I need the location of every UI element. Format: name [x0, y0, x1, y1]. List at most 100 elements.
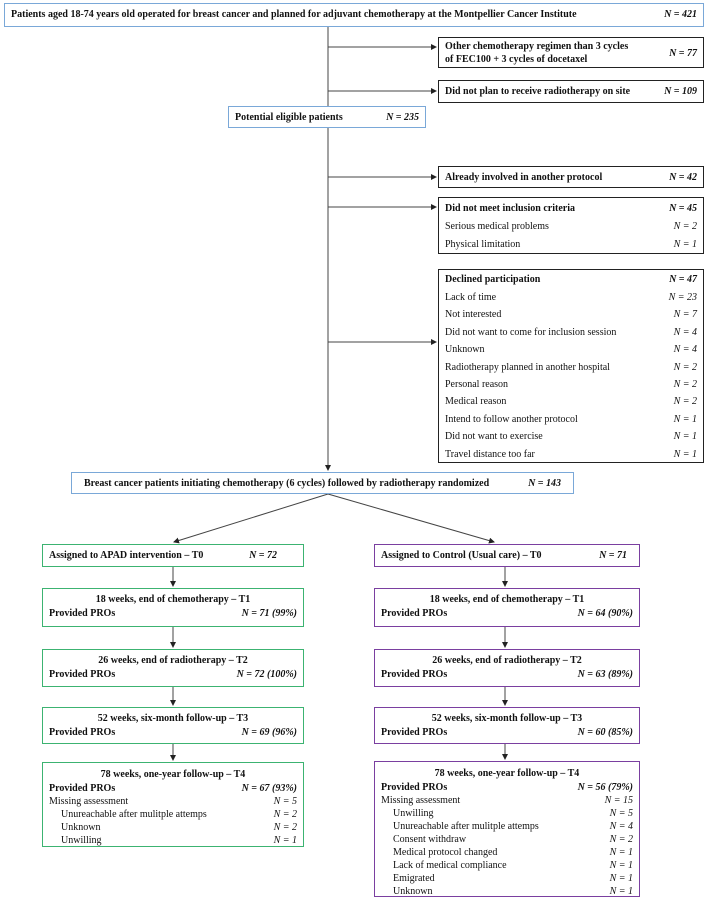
- reason-label: Medical protocol changed: [393, 847, 498, 858]
- reason-label: Did not want to exercise: [445, 431, 543, 443]
- reason-label: Travel distance too far: [445, 448, 535, 460]
- reason-label: Personal reason: [445, 379, 509, 391]
- timepoint-title: 52 weeks, six-month follow-up – T3: [97, 713, 249, 724]
- provided-label: Provided PROs: [381, 669, 448, 680]
- reason-label: Unknown: [445, 344, 485, 356]
- reason-n: N = 2: [609, 834, 633, 845]
- reason-label: Emigrated: [393, 873, 435, 884]
- timepoint-title: 26 weeks, end of radiotherapy – T2: [98, 655, 248, 666]
- reason-n: N = 2: [273, 809, 297, 820]
- control-t3-box: 52 weeks, six-month follow-up – T3 Provi…: [374, 707, 640, 744]
- arm-label: Assigned to Control (Usual care) – T0: [381, 550, 542, 561]
- intervention-t2-box: 26 weeks, end of radiotherapy – T2 Provi…: [42, 649, 304, 687]
- provided-n: N = 56 (79%): [577, 782, 633, 793]
- timepoint-title: 78 weeks, one-year follow-up – T4: [434, 768, 580, 779]
- screening-label: Patients aged 18-74 years old operated f…: [11, 9, 577, 20]
- eligible-box: Potential eligible patients N = 235: [228, 106, 426, 128]
- reason-n: N = 2: [673, 379, 697, 391]
- reason-row: Did not want to exercise N = 1: [445, 428, 697, 445]
- reason-label: Physical limitation: [445, 239, 521, 250]
- reason-n: N = 2: [673, 361, 697, 373]
- reason-label: Unknown: [393, 886, 433, 897]
- reason-n: N = 1: [673, 239, 697, 250]
- reason-n: N = 4: [609, 821, 633, 832]
- reason-n: N = 1: [609, 886, 633, 897]
- arm-n: N = 71: [599, 550, 627, 561]
- provided-n: N = 72 (100%): [236, 669, 297, 680]
- reason-n: N = 1: [609, 873, 633, 884]
- reason-n: N = 5: [609, 808, 633, 819]
- provided-label: Provided PROs: [49, 669, 116, 680]
- reason-label: Unureachable after mulitple attemps: [61, 809, 207, 820]
- randomized-label: Breast cancer patients initiating chemot…: [84, 478, 490, 489]
- missing-label: Missing assessment: [49, 796, 129, 807]
- eligible-label: Potential eligible patients: [235, 112, 343, 123]
- reason-label: Not interested: [445, 309, 502, 321]
- reason-n: N = 2: [673, 221, 697, 232]
- timepoint-title: 52 weeks, six-month follow-up – T3: [431, 713, 583, 724]
- reason-label: Unknown: [61, 822, 101, 833]
- control-t0-box: Assigned to Control (Usual care) – T0 N =…: [374, 544, 640, 567]
- reason-n: N = 2: [273, 822, 297, 833]
- exclusion-n: N = 45: [669, 203, 697, 214]
- reason-row: Unknown N = 2: [49, 821, 297, 834]
- exclusion-label: of FEC100 + 3 cycles of docetaxel: [445, 54, 588, 65]
- provided-label: Provided PROs: [49, 783, 116, 794]
- provided-n: N = 71 (99%): [241, 608, 297, 619]
- reason-label: Did not want to come for inclusion sessi…: [445, 326, 617, 338]
- reason-n: N = 2: [673, 396, 697, 408]
- exclusion-label: Did not meet inclusion criteria: [445, 203, 575, 214]
- reason-label: Consent withdraw: [393, 834, 467, 845]
- reason-n: N = 7: [673, 309, 697, 321]
- arm-n: N = 72: [249, 550, 277, 561]
- allocation-arrow: [173, 493, 329, 544]
- provided-n: N = 67 (93%): [241, 783, 297, 794]
- eligible-n: N = 235: [386, 112, 419, 123]
- reason-row: Unknown N = 1: [381, 885, 633, 898]
- reason-row: Not interested N = 7: [445, 306, 697, 323]
- reason-n: N = 1: [673, 413, 697, 425]
- exclusion-label: Declined participation: [445, 274, 541, 285]
- reason-row: Radiotherapy planned in another hospital…: [445, 359, 697, 376]
- reason-row: Medical protocol changed N = 1: [381, 846, 633, 859]
- reason-n: N = 23: [668, 292, 697, 303]
- exclusion-n: N = 47: [669, 274, 697, 285]
- provided-label: Provided PROs: [381, 782, 448, 793]
- provided-n: N = 64 (90%): [577, 608, 633, 619]
- provided-label: Provided PROs: [381, 608, 448, 619]
- reason-n: N = 1: [609, 847, 633, 858]
- reason-label: Radiotherapy planned in another hospital: [445, 361, 610, 373]
- provided-label: Provided PROs: [381, 727, 448, 738]
- missing-n: N = 15: [604, 795, 633, 806]
- reason-row: Consent withdraw N = 2: [381, 833, 633, 846]
- reason-label: Lack of medical compliance: [393, 860, 507, 871]
- missing-n: N = 5: [273, 796, 297, 807]
- reason-n: N = 1: [273, 835, 297, 846]
- exclusion-n: N = 42: [669, 172, 697, 183]
- exclusion-box-regimen: Other chemotherapy regimen than 3 cycles…: [438, 37, 704, 68]
- missing-label: Missing assessment: [381, 795, 461, 806]
- reason-n: N = 4: [673, 326, 697, 338]
- reason-n: N = 4: [673, 344, 697, 356]
- intervention-t3-box: 52 weeks, six-month follow-up – T3 Provi…: [42, 707, 304, 744]
- provided-label: Provided PROs: [49, 727, 116, 738]
- reason-n: N = 1: [673, 431, 697, 443]
- reason-label: Lack of time: [445, 292, 497, 303]
- provided-label: Provided PROs: [49, 608, 116, 619]
- provided-n: N = 60 (85%): [577, 727, 633, 738]
- exclusion-n: N = 77: [669, 47, 697, 59]
- provided-n: N = 63 (89%): [577, 669, 633, 680]
- exclusion-label: Other chemotherapy regimen than 3 cycles: [445, 41, 629, 52]
- timepoint-title: 18 weeks, end of chemotherapy – T1: [95, 594, 251, 605]
- reason-row: Physical limitation N = 1: [445, 236, 697, 254]
- exclusion-box-radiotherapy: Did not plan to receive radiotherapy on …: [438, 80, 704, 103]
